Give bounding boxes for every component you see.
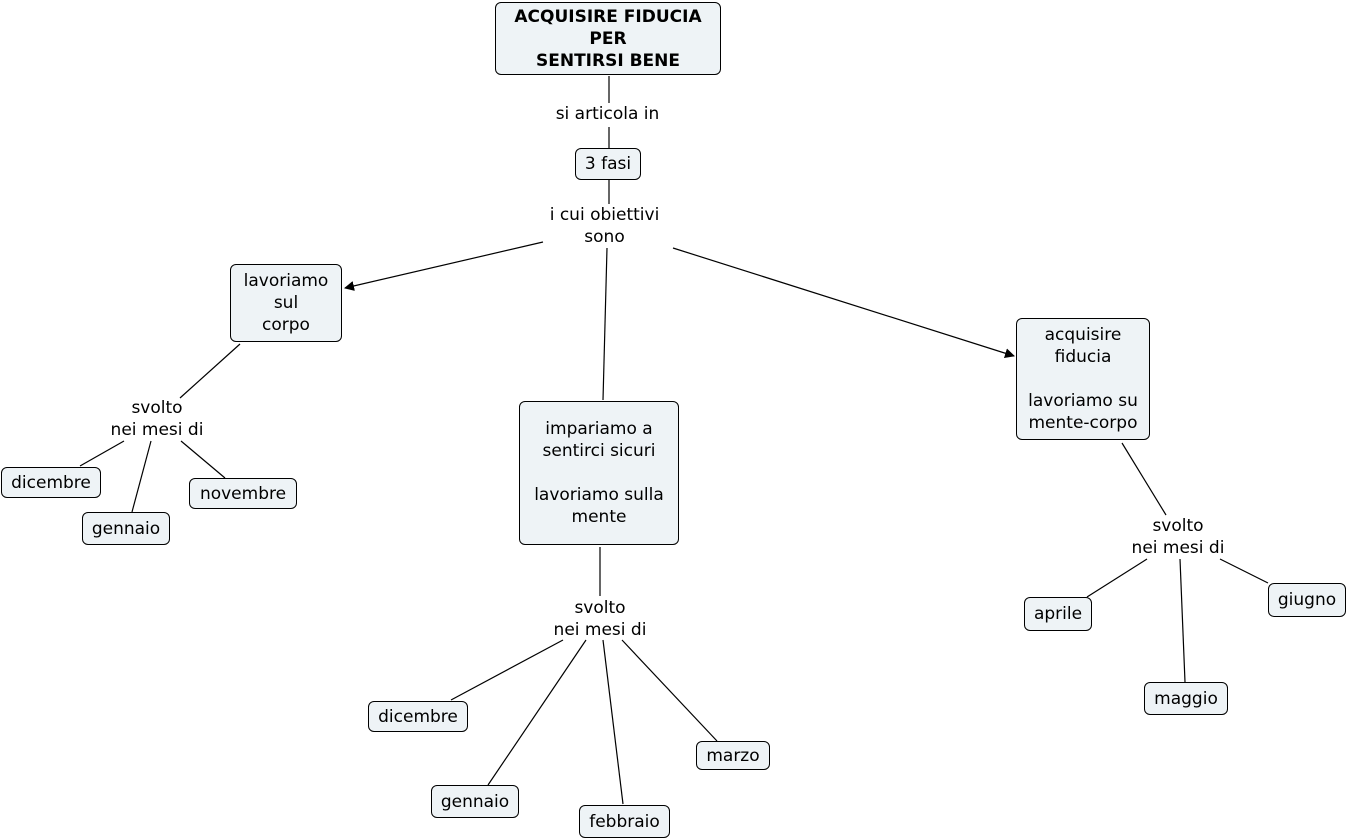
root-concept[interactable]: ACQUISIRE FIDUCIA PER SENTIRSI BENE — [495, 2, 721, 75]
concept-3-fasi[interactable]: 3 fasi — [575, 148, 641, 180]
edge-svolto-l-dicembre — [79, 440, 125, 467]
edge-svolto-c-febbraio — [602, 639, 624, 805]
link-label-obiettivi: i cui obiettivi sono — [549, 205, 660, 247]
edge-svolto-r-giugno — [1219, 558, 1269, 584]
month-gennaio-left[interactable]: gennaio — [82, 512, 170, 545]
edge-svolto-c-marzo — [621, 639, 718, 742]
edge-obiettivi-corpo — [344, 241, 544, 291]
edge-mentecorpo-svolto — [1121, 442, 1167, 516]
edge-corpo-svolto — [179, 343, 241, 399]
edge-svolto-l-gennaio — [131, 440, 152, 513]
concept-impariamo-sentirci-sicuri[interactable]: impariamo a sentirci sicuri lavoriamo su… — [519, 401, 679, 545]
month-dicembre-center[interactable]: dicembre — [368, 701, 468, 732]
link-label-svolto-center: svolto nei mesi di — [553, 598, 647, 640]
month-maggio-right[interactable]: maggio — [1144, 682, 1228, 715]
edge-svolto-c-gennaio — [487, 639, 587, 786]
edge-svolto-c-dicembre — [450, 639, 564, 701]
edge-svolto-r-aprile — [1086, 558, 1148, 598]
edge-obiettivi-mente — [602, 247, 608, 401]
edge-svolto-r-maggio — [1179, 558, 1186, 683]
edge-svolto-l-novembre — [180, 440, 226, 479]
month-febbraio-center[interactable]: febbraio — [579, 805, 670, 838]
month-novembre-left[interactable]: novembre — [189, 478, 297, 509]
month-gennaio-center[interactable]: gennaio — [431, 785, 519, 818]
concept-lavoriamo-sul-corpo[interactable]: lavoriamo sul corpo — [230, 264, 342, 342]
month-giugno-right[interactable]: giugno — [1268, 583, 1346, 617]
link-label-svolto-left: svolto nei mesi di — [110, 398, 204, 440]
link-label-svolto-right: svolto nei mesi di — [1131, 516, 1225, 558]
month-marzo-center[interactable]: marzo — [696, 741, 770, 770]
edge-obiettivi-mentecorpo — [672, 247, 1015, 359]
concept-acquisire-fiducia[interactable]: acquisire fiducia lavoriamo su mente-cor… — [1016, 318, 1150, 440]
link-label-articola: si articola in — [555, 104, 660, 124]
month-dicembre-left[interactable]: dicembre — [1, 467, 101, 498]
month-aprile-right[interactable]: aprile — [1024, 597, 1092, 631]
